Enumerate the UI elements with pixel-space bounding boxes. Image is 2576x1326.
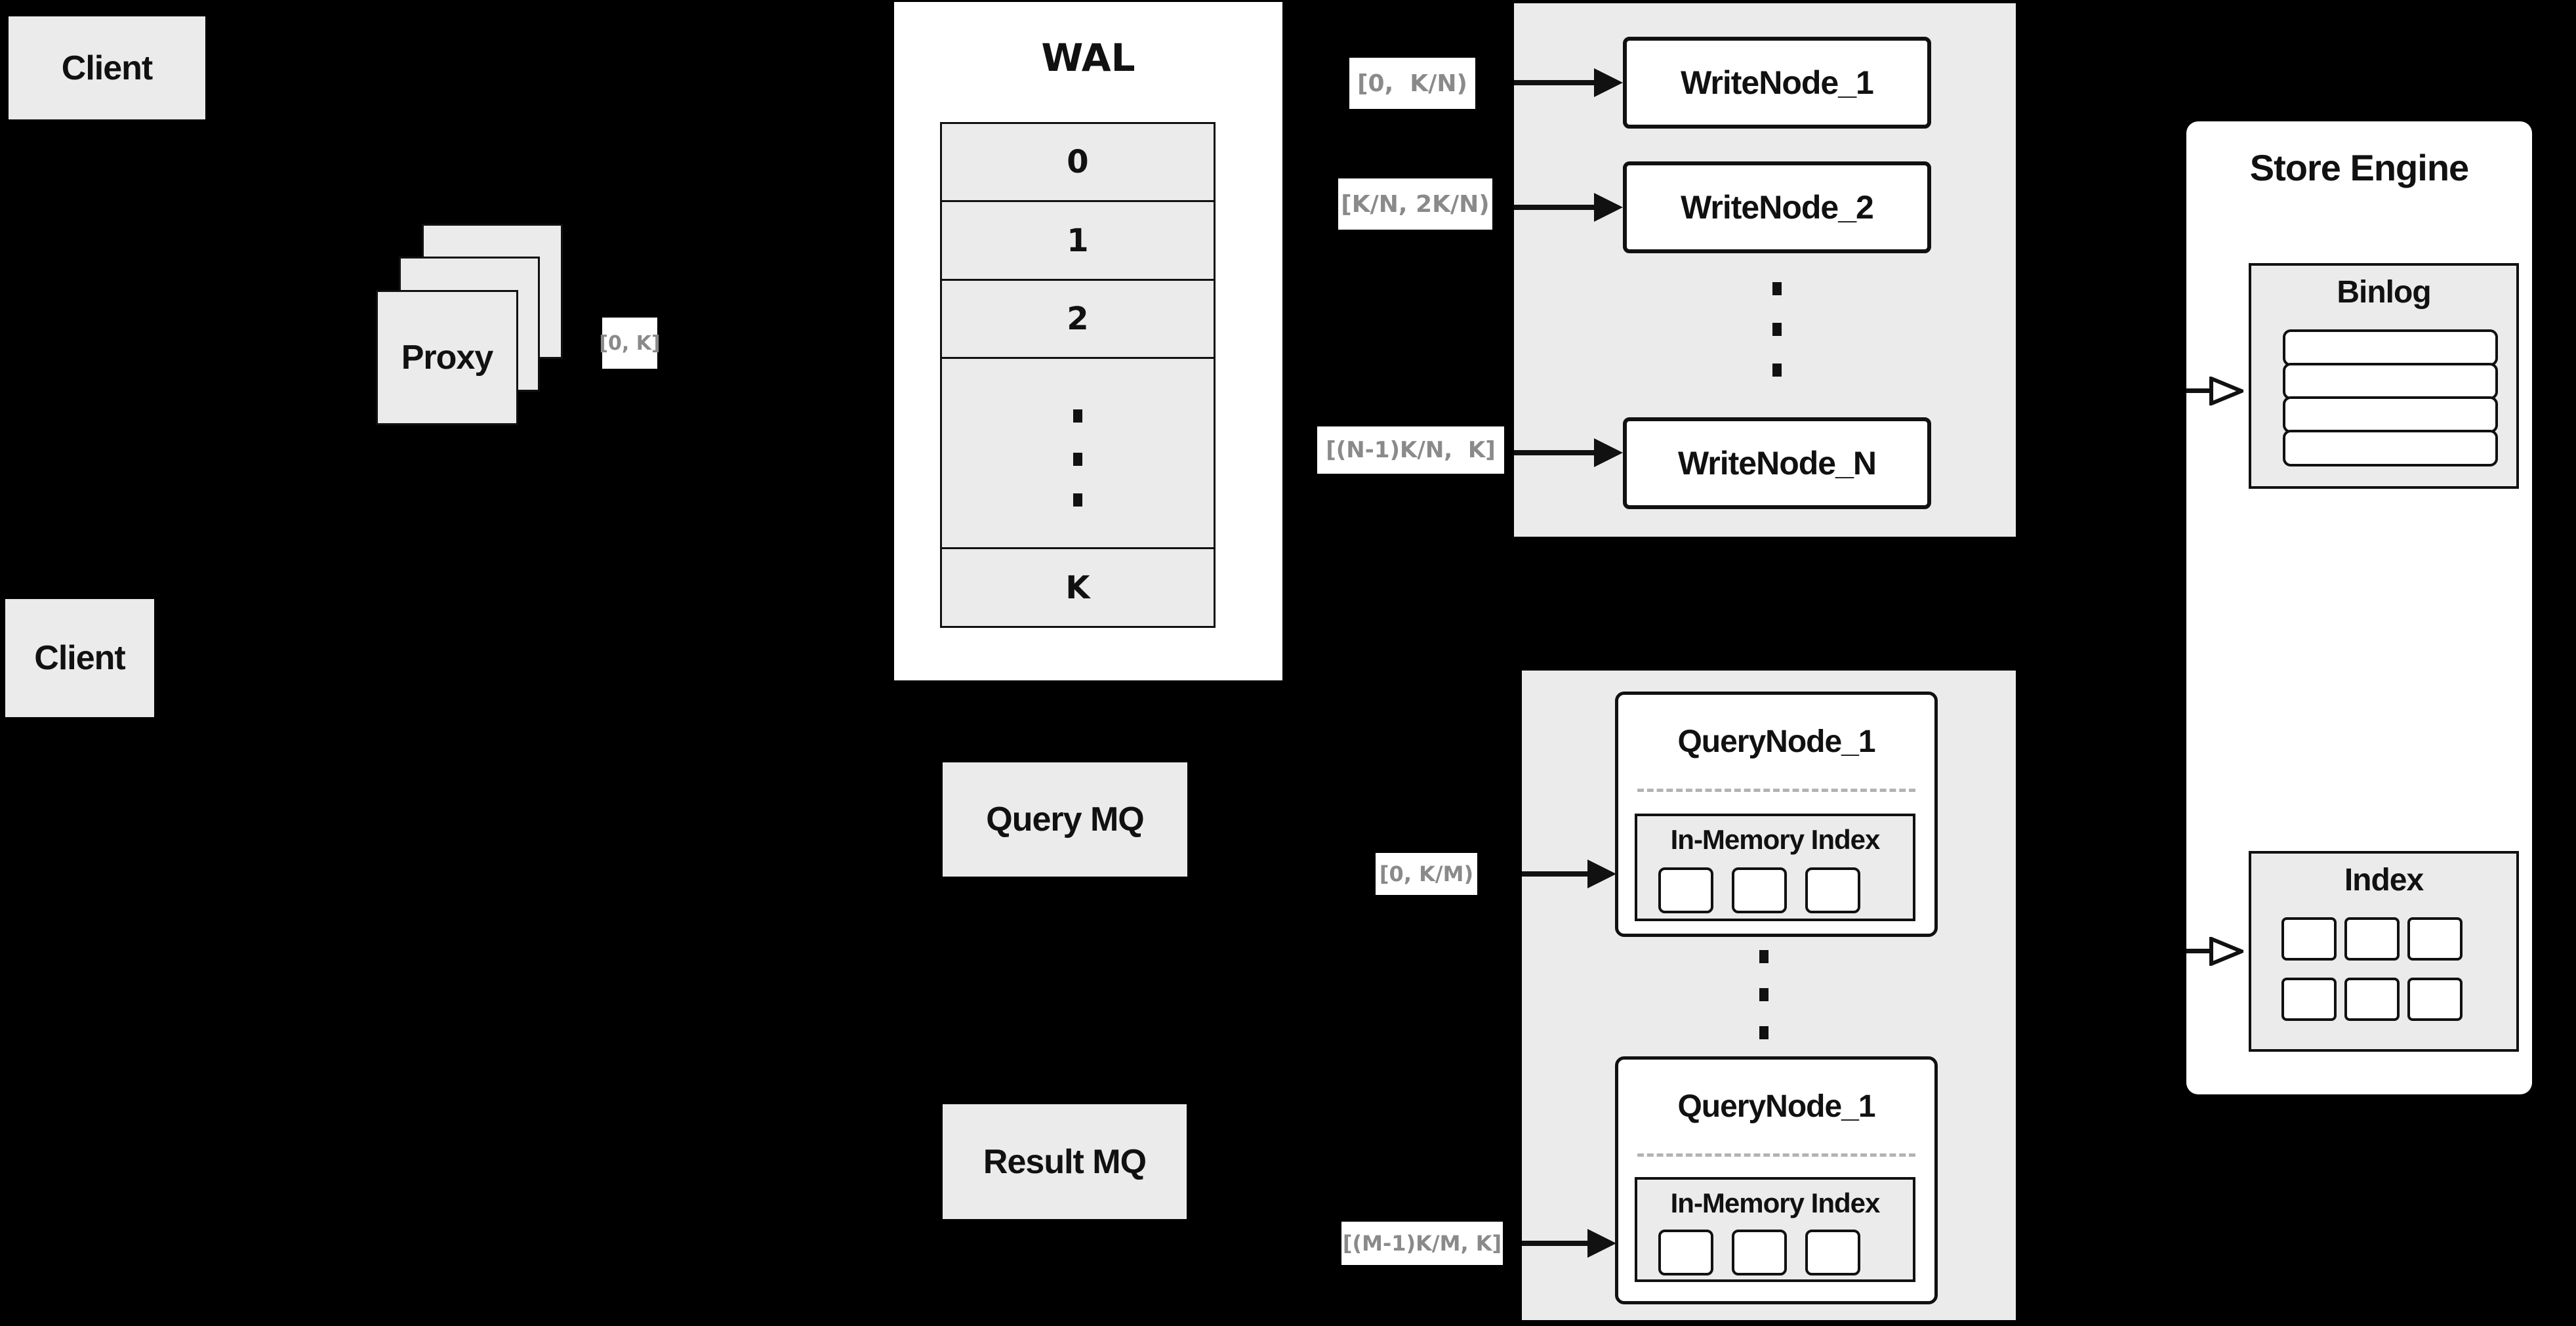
wal-row: K xyxy=(942,547,1214,626)
wal-ellipsis-dot xyxy=(1073,493,1082,507)
index-segment xyxy=(1805,1230,1860,1275)
wal-row: 2 xyxy=(942,279,1214,357)
arrowhead-write-node-n xyxy=(1594,438,1623,467)
query-node-1-title: QueryNode_1 xyxy=(1677,724,1875,759)
index-title: Index xyxy=(2344,862,2424,898)
binlog-title-wrap: Binlog xyxy=(2249,269,2519,315)
binlog-row xyxy=(2283,430,2498,466)
wal-table: 0 1 2 K xyxy=(940,122,1216,628)
proxy-box: Proxy xyxy=(376,290,518,425)
in-memory-index-2-title: In-Memory Index xyxy=(1670,1188,1881,1218)
wal-row: 0 xyxy=(942,124,1214,200)
index-title-wrap: Index xyxy=(2249,857,2519,903)
proxy-range-label: [0, K] xyxy=(599,318,661,369)
arrow-to-index xyxy=(2186,949,2214,953)
index-cell xyxy=(2344,917,2400,961)
query-range-1-label: [0, K/M) xyxy=(1376,853,1477,895)
result-mq-box: Result MQ xyxy=(943,1104,1187,1219)
write-node-2-box: WriteNode_2 xyxy=(1623,161,1931,253)
binlog-row xyxy=(2283,329,2498,366)
binlog-title: Binlog xyxy=(2337,274,2431,310)
index-cell xyxy=(2407,917,2463,961)
write-range-2-label: [K/N, 2K/N) xyxy=(1338,178,1492,230)
query-ellipsis-dot xyxy=(1759,988,1768,1001)
arrowhead-binlog-hollow xyxy=(2209,377,2243,405)
binlog-row xyxy=(2283,396,2498,433)
write-range-n-label: [(N-1)K/N, K] xyxy=(1317,426,1504,474)
arrow-to-write-node-1 xyxy=(1514,80,1597,85)
index-cell xyxy=(2281,917,2337,961)
arrowhead-write-node-2 xyxy=(1594,193,1623,222)
index-segment xyxy=(1658,867,1713,913)
result-mq-label: Result MQ xyxy=(983,1142,1147,1181)
client-bottom-label: Client xyxy=(34,639,125,677)
wal-row-label: K xyxy=(1065,569,1090,606)
arrowhead-query-node-2 xyxy=(1587,1229,1616,1258)
index-cell xyxy=(2344,978,2400,1021)
in-memory-index-1-title-wrap: In-Memory Index xyxy=(1635,819,1915,861)
index-cell xyxy=(2407,978,2463,1021)
wal-title-wrap: WAL xyxy=(894,31,1282,84)
arrowhead-index-hollow xyxy=(2209,937,2243,966)
query-node-2-divider xyxy=(1637,1153,1915,1157)
write-node-1-label: WriteNode_1 xyxy=(1681,64,1874,101)
query-range-2-label: [(M-1)K/M, K] xyxy=(1341,1222,1503,1265)
query-node-2-title: QueryNode_1 xyxy=(1677,1088,1875,1124)
query-ellipsis-dot xyxy=(1759,1026,1768,1039)
write-ellipsis-dot xyxy=(1772,363,1782,377)
client-top-label: Client xyxy=(61,49,153,87)
write-ellipsis-dot xyxy=(1772,282,1782,295)
store-engine-title-wrap: Store Engine xyxy=(2186,141,2532,194)
index-segment xyxy=(1732,867,1787,913)
wal-ellipsis-dot xyxy=(1073,409,1082,423)
client-bottom-box: Client xyxy=(5,599,154,717)
index-segment xyxy=(1732,1230,1787,1275)
write-range-1-label: [0, K/N) xyxy=(1349,58,1475,109)
index-segment xyxy=(1658,1230,1713,1275)
in-memory-index-2-title-wrap: In-Memory Index xyxy=(1635,1182,1915,1224)
arrow-to-binlog xyxy=(2186,388,2214,393)
query-mq-label: Query MQ xyxy=(986,800,1144,839)
in-memory-index-1-title: In-Memory Index xyxy=(1670,824,1881,855)
binlog-row xyxy=(2283,363,2498,400)
query-node-1-divider xyxy=(1637,789,1915,792)
index-segment xyxy=(1805,867,1860,913)
query-mq-box: Query MQ xyxy=(943,762,1187,877)
index-cell xyxy=(2281,978,2337,1021)
store-engine-title: Store Engine xyxy=(2249,146,2469,188)
wal-row: 1 xyxy=(942,200,1214,279)
arrowhead-query-node-1 xyxy=(1587,860,1616,888)
arrow-to-write-node-2 xyxy=(1514,205,1597,210)
write-node-n-box: WriteNode_N xyxy=(1623,417,1931,509)
proxy-label: Proxy xyxy=(401,339,494,377)
wal-row-label: 2 xyxy=(1067,300,1089,337)
wal-row-label: 1 xyxy=(1067,222,1089,259)
arrowhead-write-node-1 xyxy=(1594,68,1623,97)
wal-row-ellipsis xyxy=(942,357,1214,547)
wal-title: WAL xyxy=(1041,35,1135,80)
query-node-2-title-wrap: QueryNode_1 xyxy=(1615,1080,1938,1132)
query-node-1-title-wrap: QueryNode_1 xyxy=(1615,715,1938,768)
arrow-to-write-node-n xyxy=(1514,450,1597,455)
wal-ellipsis-dot xyxy=(1073,453,1082,466)
write-ellipsis-dot xyxy=(1772,323,1782,336)
wal-row-label: 0 xyxy=(1067,144,1089,180)
arrow-to-query-node-2 xyxy=(1522,1241,1590,1246)
client-top-box: Client xyxy=(9,16,205,119)
write-node-2-label: WriteNode_2 xyxy=(1681,189,1874,226)
write-node-1-box: WriteNode_1 xyxy=(1623,37,1931,129)
query-ellipsis-dot xyxy=(1759,950,1768,963)
write-node-n-label: WriteNode_N xyxy=(1677,445,1877,482)
arrow-to-query-node-1 xyxy=(1522,871,1590,877)
